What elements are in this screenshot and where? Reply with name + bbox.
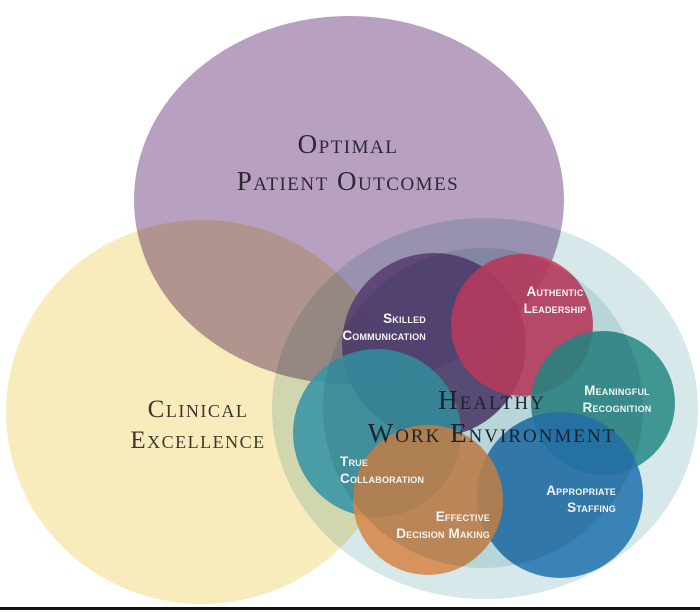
label-appropriate-staffing-line2: Staffing [567, 500, 616, 515]
label-clinical-excellence-line2: Excellence [130, 427, 266, 454]
label-authentic-leadership: Authentic Leadership [475, 283, 635, 317]
label-true-collaboration: True Collaboration [340, 453, 490, 487]
label-healthy-work-environment: Healthy Work Environment [292, 384, 692, 450]
label-healthy-work-environment-line2: Work Environment [367, 418, 617, 448]
label-meaningful-recognition-line2: Recognition [582, 400, 652, 415]
label-appropriate-staffing-line1: Appropriate [546, 483, 616, 498]
label-appropriate-staffing: Appropriate Staffing [456, 482, 616, 516]
label-authentic-leadership-line1: Authentic [526, 284, 584, 299]
label-effective-decision-making-line2: Decision Making [396, 526, 490, 541]
label-healthy-work-environment-line1: Healthy [438, 385, 546, 415]
label-effective-decision-making-line1: Effective [435, 509, 490, 524]
label-clinical-excellence: Clinical Excellence [48, 394, 348, 456]
label-optimal-patient-outcomes-line1: Optimal [297, 129, 399, 159]
label-skilled-communication-line2: Communication [342, 328, 426, 343]
label-clinical-excellence-line1: Clinical [147, 396, 249, 423]
label-authentic-leadership-line2: Leadership [523, 301, 587, 316]
bottom-border-line [0, 607, 700, 610]
label-meaningful-recognition: Meaningful Recognition [537, 382, 697, 416]
label-effective-decision-making: Effective Decision Making [330, 508, 490, 542]
label-meaningful-recognition-line1: Meaningful [584, 383, 650, 398]
label-skilled-communication-line1: Skilled [383, 311, 426, 326]
label-skilled-communication: Skilled Communication [266, 310, 426, 344]
label-optimal-patient-outcomes-line2: Patient Outcomes [236, 166, 460, 196]
circle-hwe-inner-ring [323, 248, 643, 568]
label-true-collaboration-line2: Collaboration [340, 471, 425, 486]
label-true-collaboration-line1: True [340, 454, 369, 469]
label-optimal-patient-outcomes: Optimal Patient Outcomes [98, 126, 598, 200]
